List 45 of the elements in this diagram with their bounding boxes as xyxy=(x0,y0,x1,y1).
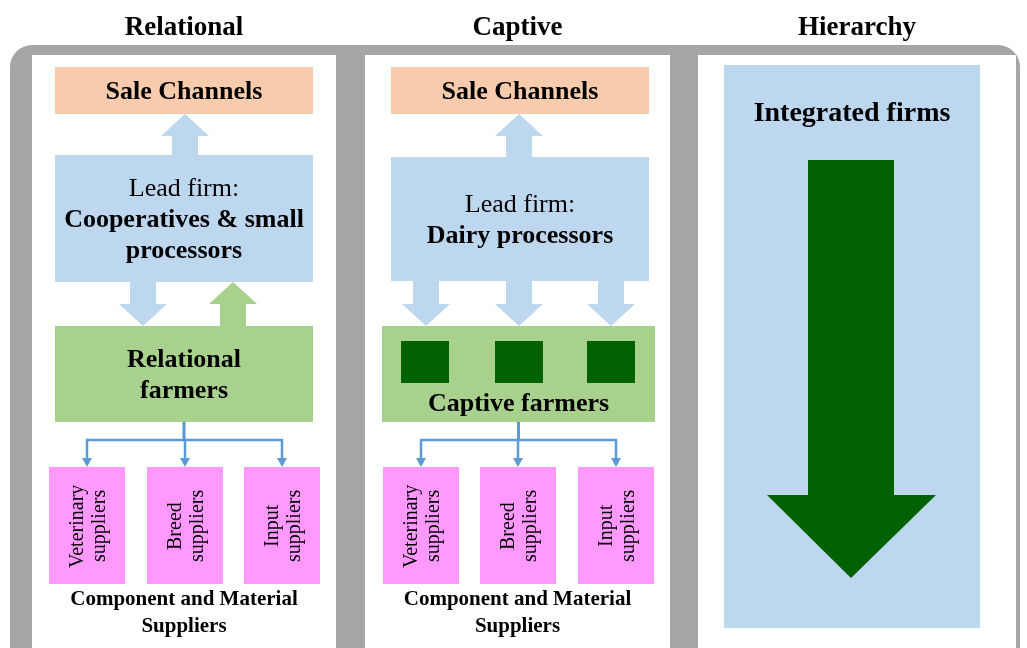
arrow xyxy=(517,422,621,467)
channel-box xyxy=(391,67,649,114)
supplier-box xyxy=(147,467,223,584)
arrow xyxy=(182,422,287,467)
supplier-box xyxy=(244,467,320,584)
supplier-label: Breed suppliers xyxy=(496,488,540,564)
supplier-box xyxy=(480,467,556,584)
column-title: Relational xyxy=(123,11,245,42)
block-arrow xyxy=(209,282,257,326)
farm-square xyxy=(401,341,449,383)
farm-square xyxy=(587,341,635,383)
column-title: Captive xyxy=(471,11,564,42)
group-caption: Component and Material Suppliers xyxy=(69,585,299,640)
lead-firm-box xyxy=(55,155,313,282)
group-caption: Component and Material Suppliers xyxy=(402,585,633,640)
block-arrow xyxy=(587,281,635,326)
block-arrow xyxy=(495,281,543,326)
supplier-label: Breed suppliers xyxy=(163,488,207,564)
supplier-label: Veterinary suppliers xyxy=(65,482,109,570)
channel-box xyxy=(55,67,313,114)
supplier-box xyxy=(578,467,654,584)
farmer-box xyxy=(382,326,655,422)
box-text: Lead firm: xyxy=(464,187,576,219)
block-arrow xyxy=(402,281,450,326)
block-arrow xyxy=(495,114,543,157)
supplier-label: Veterinary suppliers xyxy=(399,482,443,570)
box-text: Sale Channels xyxy=(441,74,599,107)
supplier-box xyxy=(49,467,125,584)
box-text: Dairy processors xyxy=(426,219,614,251)
lead-firm-box xyxy=(391,157,649,281)
integrated-firms-box xyxy=(724,65,980,628)
farm-square xyxy=(495,341,543,383)
box-text: Relational farmers xyxy=(125,342,243,406)
box-text: Cooperatives & small processors xyxy=(63,202,305,266)
box-text: Sale Channels xyxy=(105,74,263,107)
block-arrow xyxy=(119,282,167,326)
farmer-box xyxy=(55,326,313,422)
supplier-label: Input suppliers xyxy=(594,488,638,564)
box-text: Captive farmers xyxy=(427,386,610,418)
block-arrow xyxy=(161,114,209,155)
supplier-label: Input suppliers xyxy=(260,488,304,564)
box-text: Lead firm: xyxy=(128,171,240,203)
box-text: Integrated firms xyxy=(753,95,951,129)
supplier-box xyxy=(383,467,459,584)
column-title: Hierarchy xyxy=(797,11,917,42)
